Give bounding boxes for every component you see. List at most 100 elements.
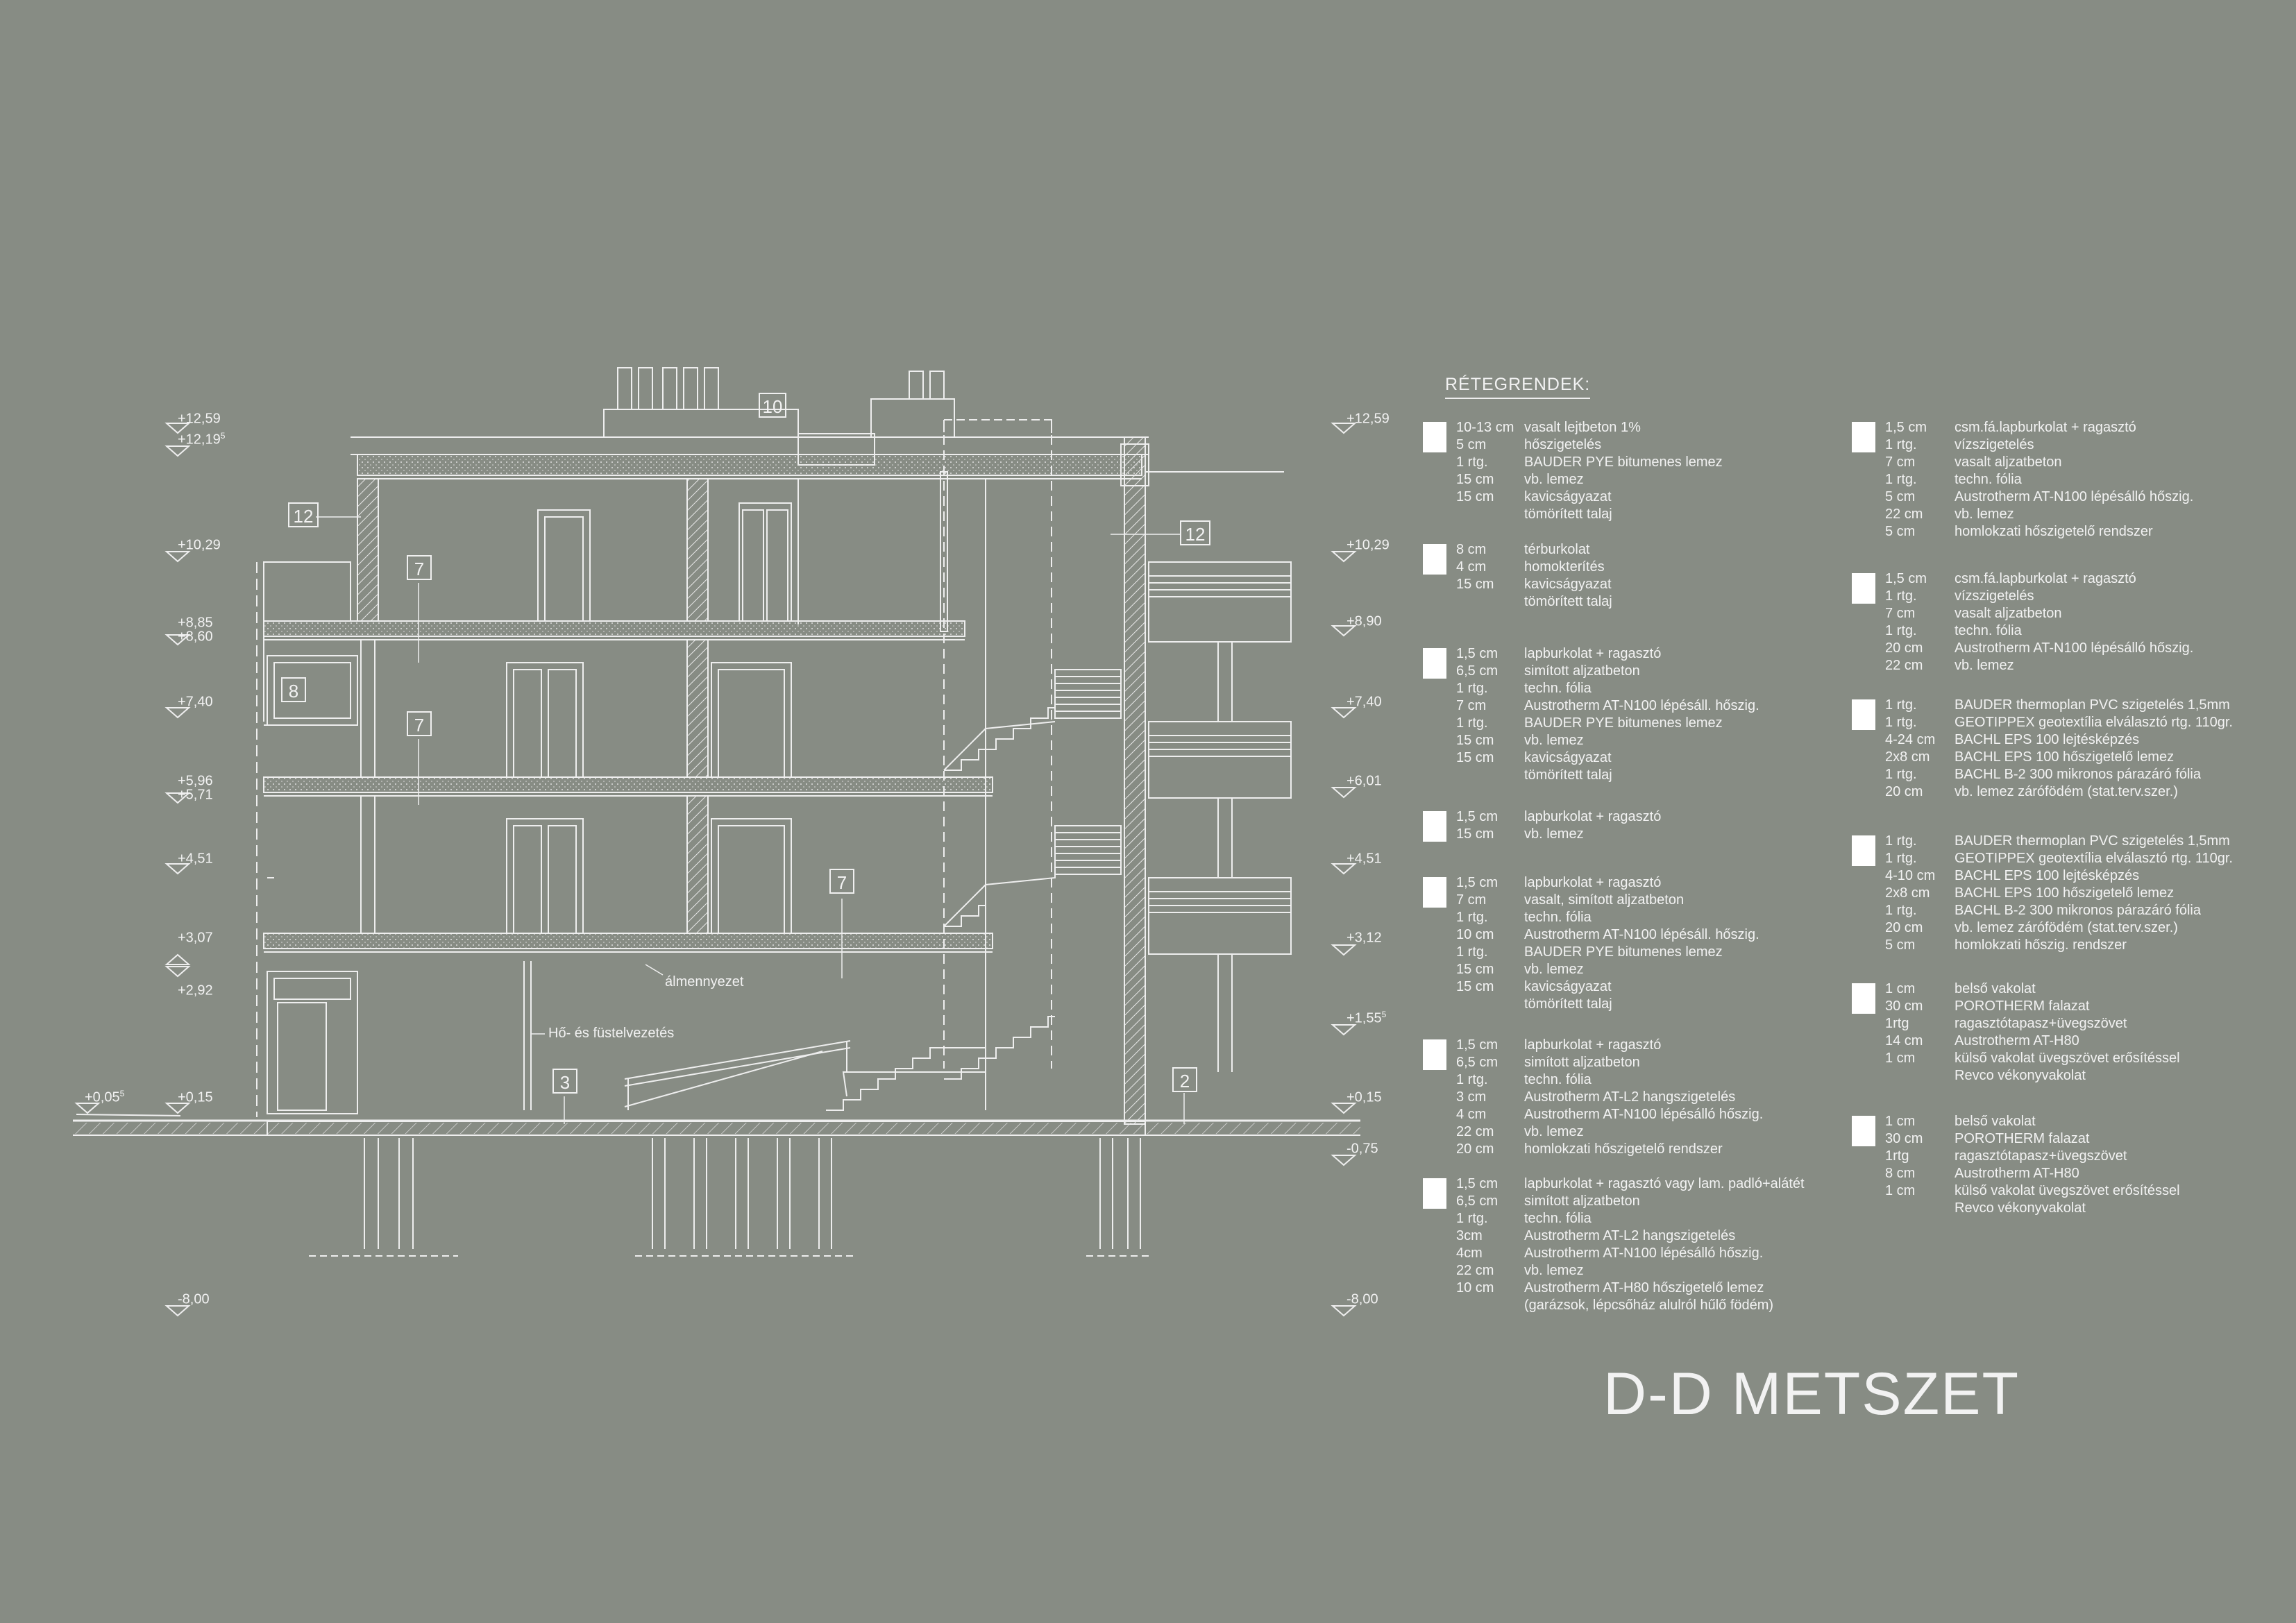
layer-material: techn. fólia bbox=[1524, 910, 1592, 925]
layer-material: Austrotherm AT-H80 hőszigetelő lemez bbox=[1524, 1280, 1764, 1295]
level-label: +5,96 bbox=[178, 773, 213, 789]
layer-thickness: 6,5 cm bbox=[1456, 1193, 1499, 1209]
roof-structures bbox=[603, 367, 1052, 1069]
layer-thickness: 1 rtg. bbox=[1885, 715, 1917, 730]
level-label: +12,195 bbox=[178, 431, 226, 448]
layer-thickness: 1rtg bbox=[1885, 1016, 1909, 1031]
layer-material: lapburkolat + ragasztó bbox=[1524, 646, 1662, 661]
legend-title: RÉTEGRENDEK: bbox=[1445, 375, 1591, 399]
layer-thickness: 1 rtg. bbox=[1885, 833, 1917, 849]
layer-material: POROTHERM falazat bbox=[1955, 1131, 2090, 1146]
layer-thickness: 15 cm bbox=[1456, 733, 1494, 748]
layer-material: Austrotherm AT-H80 bbox=[1955, 1033, 2079, 1048]
layer-material: Austrotherm AT-L2 hangszigetelés bbox=[1524, 1228, 1736, 1243]
layer-thickness: 15 cm bbox=[1456, 472, 1494, 487]
layer-material: tömörített talaj bbox=[1524, 767, 1612, 783]
level-label: +5,71 bbox=[178, 787, 213, 803]
level-label: +8,85 bbox=[178, 615, 213, 631]
layer-thickness: 1,5 cm bbox=[1456, 809, 1499, 824]
layer-thickness: 5 cm bbox=[1885, 937, 1916, 953]
element-tag: 7 bbox=[829, 869, 854, 894]
layer-thickness: 20 cm bbox=[1885, 640, 1923, 656]
layer-material: csm.fá.lapburkolat + ragasztó bbox=[1955, 420, 2136, 435]
legend-swatch bbox=[1423, 811, 1446, 842]
layer-thickness: 4cm bbox=[1456, 1246, 1483, 1261]
level-label: +0,055 bbox=[85, 1089, 125, 1105]
legend-swatch bbox=[1423, 422, 1446, 452]
legend-swatch bbox=[1852, 835, 1875, 866]
legend-swatch bbox=[1852, 1116, 1875, 1146]
layer-thickness: 1 rtg. bbox=[1885, 851, 1917, 866]
level-label: +8,60 bbox=[178, 629, 213, 645]
layer-material: BAUDER thermoplan PVC szigetelés 1,5mm bbox=[1955, 697, 2230, 713]
layer-material: vb. lemez bbox=[1955, 658, 2014, 673]
layer-material: lapburkolat + ragasztó bbox=[1524, 875, 1662, 890]
layer-material: vb. lemez zárófödém (stat.terv.szer.) bbox=[1955, 784, 2178, 799]
layer-material: kavicságyazat bbox=[1524, 979, 1612, 994]
layer-material: vasalt lejtbeton 1% bbox=[1524, 420, 1641, 435]
layer-material: techn. fólia bbox=[1524, 1072, 1592, 1087]
layer-material: belső vakolat bbox=[1955, 981, 2036, 996]
level-label: +10,29 bbox=[178, 537, 221, 553]
layer-thickness: 1 rtg. bbox=[1456, 1072, 1488, 1087]
layer-thickness: 1 rtg. bbox=[1885, 472, 1917, 487]
layer-material: techn. fólia bbox=[1524, 681, 1592, 696]
piles bbox=[309, 1138, 1152, 1257]
layer-thickness: 7 cm bbox=[1885, 454, 1916, 470]
layer-material: BAUDER PYE bitumenes lemez bbox=[1524, 944, 1723, 960]
layer-material: tömörített talaj bbox=[1524, 594, 1612, 609]
layer-material: POROTHERM falazat bbox=[1955, 999, 2090, 1014]
level-label: +6,01 bbox=[1347, 773, 1382, 789]
legend-swatch bbox=[1852, 983, 1875, 1014]
level-label: +2,92 bbox=[178, 983, 213, 999]
layer-material: vízszigetelés bbox=[1955, 588, 2034, 604]
legend-swatch bbox=[1423, 544, 1446, 575]
layer-material: vb. lemez bbox=[1524, 962, 1584, 977]
layer-material: GEOTIPPEX geotextília elválasztó rtg. 11… bbox=[1955, 715, 2233, 730]
layer-material: simított aljzatbeton bbox=[1524, 663, 1640, 679]
legend-swatch bbox=[1423, 648, 1446, 679]
level-label: -8,00 bbox=[1347, 1291, 1378, 1307]
element-tag: 7 bbox=[407, 555, 432, 580]
stairs bbox=[826, 669, 1122, 1111]
layer-thickness: 4 cm bbox=[1456, 559, 1487, 575]
layer-thickness: 2x8 cm bbox=[1885, 749, 1930, 765]
level-label: -8,00 bbox=[178, 1291, 210, 1307]
layer-material: Revco vékonyvakolat bbox=[1955, 1200, 2086, 1216]
layer-thickness: 30 cm bbox=[1885, 1131, 1923, 1146]
legend-swatch bbox=[1852, 573, 1875, 604]
layer-material: tömörített talaj bbox=[1524, 996, 1612, 1012]
level-label: -0,75 bbox=[1347, 1141, 1378, 1157]
layer-material: homlokzati hőszigetelő rendszer bbox=[1955, 524, 2153, 539]
layer-material: kavicságyazat bbox=[1524, 489, 1612, 504]
layer-thickness: 6,5 cm bbox=[1456, 1055, 1499, 1070]
layer-thickness: 20 cm bbox=[1456, 1141, 1494, 1157]
layer-thickness: 1 rtg. bbox=[1456, 715, 1488, 731]
legend-swatch bbox=[1852, 699, 1875, 730]
layer-thickness: 4 cm bbox=[1456, 1107, 1487, 1122]
element-tag: 7 bbox=[407, 711, 432, 736]
layer-material: kavicságyazat bbox=[1524, 577, 1612, 592]
level-label: +12,59 bbox=[178, 411, 221, 427]
layer-thickness: 7 cm bbox=[1456, 892, 1487, 908]
ramp bbox=[624, 1040, 851, 1110]
layer-thickness: 1 cm bbox=[1885, 1114, 1916, 1129]
layer-material: vasalt aljzatbeton bbox=[1955, 454, 2062, 470]
layer-material: homokterítés bbox=[1524, 559, 1605, 575]
level-label: +0,15 bbox=[178, 1089, 213, 1105]
layer-material: BACHL EPS 100 lejtésképzés bbox=[1955, 868, 2140, 883]
ceiling-note: álmennyezet bbox=[665, 974, 744, 989]
layer-material: techn. fólia bbox=[1524, 1211, 1592, 1226]
layer-material: Austrotherm AT-N100 lépésálló hőszig. bbox=[1955, 640, 2194, 656]
layer-material: GEOTIPPEX geotextília elválasztó rtg. 11… bbox=[1955, 851, 2233, 866]
level-label: +0,15 bbox=[1347, 1089, 1382, 1105]
layer-thickness: 22 cm bbox=[1885, 658, 1923, 673]
layer-thickness: 20 cm bbox=[1885, 784, 1923, 799]
layer-material: vb. lemez bbox=[1524, 472, 1584, 487]
layer-thickness: 15 cm bbox=[1456, 979, 1494, 994]
element-tag: 2 bbox=[1172, 1067, 1197, 1092]
layer-thickness: 7 cm bbox=[1456, 698, 1487, 713]
element-tag: 12 bbox=[288, 502, 319, 527]
layer-material: BAUDER PYE bitumenes lemez bbox=[1524, 715, 1723, 731]
legend-swatch bbox=[1423, 1178, 1446, 1209]
